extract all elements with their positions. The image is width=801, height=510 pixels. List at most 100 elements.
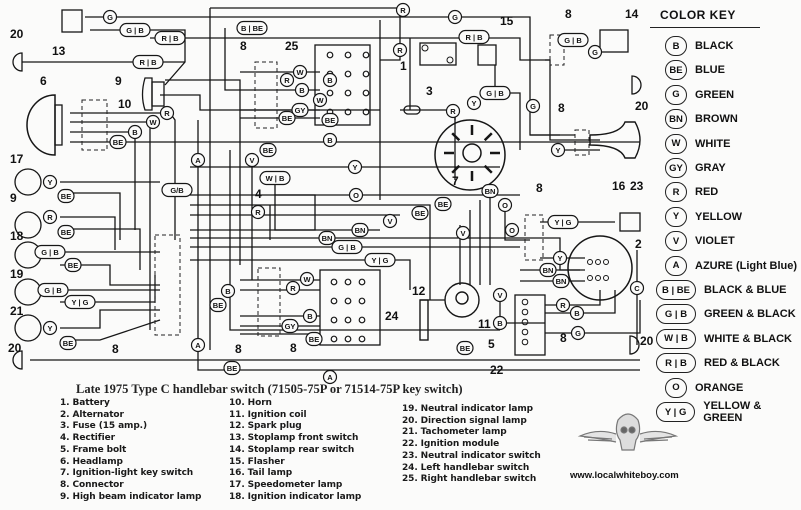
legend-item: 14. Stoplamp rear switch bbox=[229, 444, 355, 455]
wire-color-tag bbox=[550, 142, 566, 158]
component-number: 6 bbox=[40, 74, 47, 88]
legend-item: 11. Ignition coil bbox=[229, 409, 307, 420]
component-number: 14 bbox=[625, 7, 639, 21]
wire-color-tag-label: O bbox=[509, 226, 515, 235]
legend-item: 24. Left handlebar switch bbox=[402, 462, 530, 473]
wire-color-tag-label: R | B bbox=[139, 58, 157, 67]
wire-color-tag-label: R bbox=[47, 213, 53, 222]
switch-terminal bbox=[358, 316, 366, 324]
wire-color-tag-label: Y | G bbox=[555, 218, 572, 227]
wire-color-tag-label: O bbox=[353, 191, 359, 200]
horn-body bbox=[151, 81, 165, 107]
color-name: VIOLET bbox=[695, 235, 735, 248]
component-number: 7 bbox=[452, 174, 459, 188]
color-name: BLACK & BLUE bbox=[704, 284, 787, 296]
wire-color-tag-label: BN bbox=[322, 234, 333, 243]
color-code-badge: W | B bbox=[656, 328, 696, 349]
color-key-row: A AZURE (Light Blue) bbox=[650, 255, 798, 276]
wire-color-tag-label: B bbox=[327, 76, 333, 85]
ignition-switch-contact bbox=[451, 132, 461, 142]
wire-color-tag bbox=[259, 170, 291, 186]
wire-color-tag-label: G | B bbox=[564, 36, 582, 45]
legend-item: 3. Fuse (15 amp.) bbox=[60, 421, 148, 432]
color-code-badge: A bbox=[665, 255, 687, 276]
wire bbox=[150, 37, 550, 61]
wire-color-tag-label: BE bbox=[460, 344, 470, 353]
component-box bbox=[61, 9, 83, 33]
diagram-caption: Late 1975 Type C handlebar switch (71505… bbox=[76, 382, 463, 396]
wire-color-tag bbox=[42, 174, 58, 190]
wire-color-tag-label: R bbox=[397, 46, 403, 55]
wire-color-tag bbox=[552, 273, 570, 289]
wire bbox=[229, 150, 500, 331]
alternator-coil bbox=[587, 275, 593, 281]
wire-color-tag-label: G | B bbox=[41, 248, 59, 257]
alternator-coil bbox=[595, 275, 601, 281]
module-terminal bbox=[521, 338, 529, 346]
alternator-body bbox=[567, 235, 633, 301]
component-number: 21 bbox=[10, 304, 24, 318]
wire-color-tag bbox=[190, 152, 206, 168]
wire-color-tag-label: Y bbox=[557, 254, 562, 263]
component-box bbox=[314, 44, 371, 126]
wire-color-tag-label: BN bbox=[355, 226, 366, 235]
color-name: AZURE (Light Blue) bbox=[695, 259, 798, 272]
wire-color-tag-label: BE bbox=[68, 261, 78, 270]
switch-terminal bbox=[358, 278, 366, 286]
wire-color-tag bbox=[331, 239, 363, 255]
wire bbox=[494, 65, 521, 150]
color-name: GRAY bbox=[695, 162, 726, 174]
color-name: RED & BLACK bbox=[704, 357, 780, 370]
wire-color-tag bbox=[458, 29, 490, 45]
component-number: 3 bbox=[426, 84, 433, 98]
wire-color-tag-label: G bbox=[592, 48, 598, 57]
wire-color-tag-label: V bbox=[249, 156, 254, 165]
wire-color-tag bbox=[299, 271, 315, 287]
wire-color-tag bbox=[539, 262, 557, 278]
wire-color-tag-label: G | B bbox=[126, 26, 144, 35]
connector-box bbox=[154, 234, 181, 336]
color-name: WHITE bbox=[695, 137, 731, 150]
color-name: GREEN bbox=[695, 88, 735, 101]
wire-color-tag-label: C bbox=[634, 284, 640, 293]
color-code-badge: Y bbox=[665, 206, 687, 227]
switch-terminal bbox=[326, 51, 334, 59]
wire-color-tag bbox=[244, 152, 260, 168]
wire-color-tag-label: G/B bbox=[170, 186, 184, 195]
ignition-switch-contact bbox=[483, 164, 493, 174]
wire-color-tag bbox=[37, 282, 69, 298]
wire-color-tag-label: BE bbox=[263, 146, 273, 155]
switch-terminal bbox=[362, 70, 370, 78]
component-number: 23 bbox=[630, 179, 644, 193]
wire-color-tag bbox=[292, 64, 308, 80]
wire-color-tag-label: R bbox=[290, 284, 296, 293]
wire-color-tag bbox=[321, 112, 339, 128]
wire-color-tag-label: O bbox=[502, 201, 508, 210]
wire-color-tag-label: BE bbox=[63, 339, 73, 348]
wire-color-tag bbox=[64, 294, 96, 310]
color-key-row: B | BE BLACK & BLUE bbox=[650, 280, 787, 300]
wire-color-tag bbox=[291, 102, 309, 118]
wire-color-tag-label: B bbox=[327, 136, 333, 145]
wire-color-tag-label: Y | G bbox=[72, 298, 89, 307]
color-name: WHITE & BLACK bbox=[704, 332, 792, 345]
legend-item: 21. Tachometer lamp bbox=[402, 427, 507, 438]
wire-color-tag-label: G | B bbox=[486, 89, 504, 98]
ignition-coil-body bbox=[444, 282, 480, 318]
wire-color-tag bbox=[351, 222, 369, 238]
color-code-badge: B | BE bbox=[656, 280, 696, 300]
wire-color-tag-label: R bbox=[284, 76, 290, 85]
wire-color-tag bbox=[102, 9, 118, 25]
wire-color-tag bbox=[302, 308, 318, 324]
component-number: 20 bbox=[640, 334, 654, 348]
component-number: 13 bbox=[52, 44, 66, 58]
module-terminal bbox=[521, 308, 529, 316]
legend-item: 16. Tail lamp bbox=[229, 468, 293, 479]
wire-color-tag bbox=[445, 103, 461, 119]
wire-color-tag bbox=[466, 95, 482, 111]
